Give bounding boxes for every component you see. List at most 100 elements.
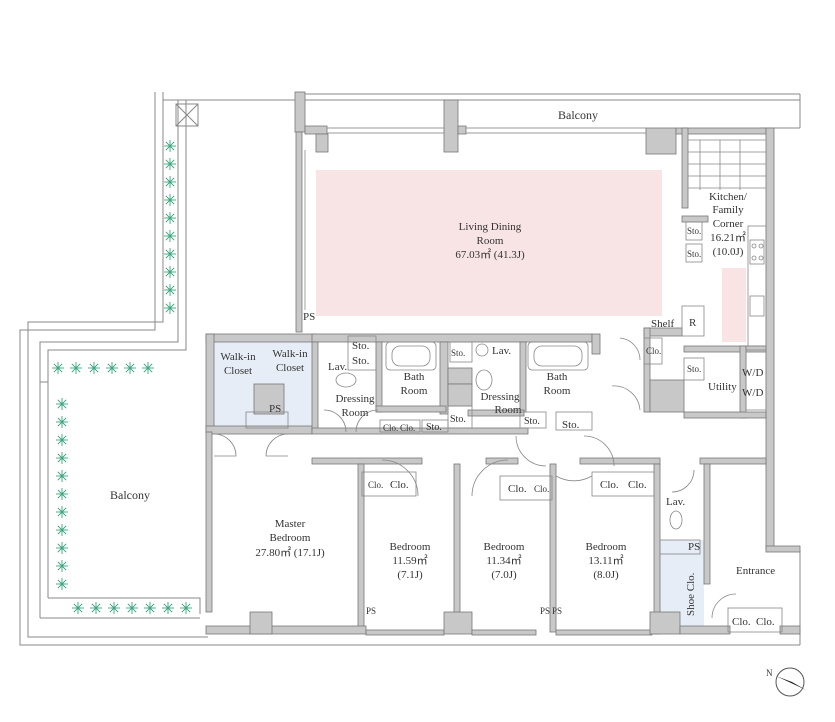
sto-label-9: Sto.	[687, 249, 701, 259]
bath-2-label: Bath	[547, 371, 568, 383]
shoe-closet-label: Shoe Clo.	[685, 572, 697, 616]
ps-label-1: PS	[303, 311, 315, 323]
compass-arrow	[776, 676, 806, 690]
entrance-label: Entrance	[736, 565, 775, 577]
bath-1-label: Bath	[404, 371, 425, 383]
washer-dryer-label-2: W/D	[742, 387, 763, 399]
planter-shrub-icon	[164, 248, 176, 260]
planter-shrub-icon	[144, 602, 156, 614]
living-dining-area	[316, 170, 662, 316]
planter-shrub-icon	[164, 176, 176, 188]
walkin-closet-2-label-2: Closet	[276, 362, 304, 374]
planter-shrub-icon	[56, 560, 68, 572]
vent-box	[175, 103, 199, 127]
planter-greenery	[52, 140, 192, 614]
compass-n-label: N	[766, 668, 773, 678]
planter-shrub-icon	[180, 602, 192, 614]
clo-label-8: Clo.	[628, 479, 647, 491]
planter-shrub-icon	[106, 362, 118, 374]
planter-shrub-icon	[164, 194, 176, 206]
lav-label-1: Lav.	[328, 361, 347, 373]
balcony-left-label: Balcony	[110, 488, 150, 502]
planter-shrub-icon	[90, 602, 102, 614]
bedroom-3-area: 13.11㎡	[588, 554, 623, 567]
living-room-area: 67.03㎡ (41.3J)	[455, 248, 525, 261]
shelf-label: Shelf	[651, 318, 675, 330]
ps-label-5: PS	[552, 606, 562, 616]
dressing-2-label: Dressing	[480, 391, 520, 403]
planter-shrub-icon	[56, 434, 68, 446]
bedroom-2-jo: (7.0J)	[491, 569, 517, 581]
planter-shrub-icon	[108, 602, 120, 614]
sto-label-3: Sto.	[451, 348, 465, 358]
clo-label-5: Clo.	[508, 483, 527, 495]
sto-label-10: Sto.	[687, 364, 701, 374]
bedroom-1-label: Bedroom	[390, 541, 431, 553]
planter-shrub-icon	[164, 230, 176, 242]
master-bedroom-label: Master	[275, 518, 306, 530]
planter-shrub-icon	[164, 158, 176, 170]
bedroom-1-jo: (7.1J)	[397, 569, 423, 581]
washer-dryer-label-1: W/D	[742, 367, 763, 379]
walkin-closet-1-label-2: Closet	[224, 365, 252, 377]
kitchen-label-1: Kitchen/	[709, 191, 748, 203]
kitchen-label-3: Corner	[713, 218, 744, 230]
planter-shrub-icon	[56, 506, 68, 518]
labels: Balcony Balcony Living Dining Room 67.03…	[110, 108, 775, 628]
planter-shrub-icon	[56, 524, 68, 536]
clo-label-10: Clo.	[732, 616, 751, 628]
planter-shrub-icon	[88, 362, 100, 374]
planter-shrub-icon	[164, 266, 176, 278]
ps-label-2: PS	[269, 403, 281, 415]
walkin-closet-1-label: Walk-in	[220, 351, 256, 363]
ps-label-4: PS	[540, 606, 550, 616]
bedroom-3-jo: (8.0J)	[593, 569, 619, 581]
clo-label-6: Clo.	[534, 484, 549, 494]
planter-shrub-icon	[52, 362, 64, 374]
planter-shrub-icon	[164, 212, 176, 224]
clo-label-7: Clo.	[600, 479, 619, 491]
walkin-closet-2-label: Walk-in	[272, 348, 308, 360]
planter-shrub-icon	[56, 452, 68, 464]
compass-circle	[775, 667, 805, 697]
sto-label-4: Sto.	[450, 414, 466, 425]
bedroom-2-area: 11.34㎡	[486, 554, 521, 567]
planter-shrub-icon	[162, 602, 174, 614]
clo-label-3: Clo.	[368, 480, 383, 490]
fixtures	[213, 139, 783, 633]
balcony-top-label: Balcony	[558, 108, 598, 122]
utility-label: Utility	[708, 381, 737, 393]
planter-shrub-icon	[72, 602, 84, 614]
dressing-2-label-2: Room	[495, 404, 522, 416]
sto-label-5: Sto.	[426, 422, 442, 433]
lav-label-2: Lav.	[492, 345, 511, 357]
bedroom-3-label: Bedroom	[586, 541, 627, 553]
planter-shrub-icon	[126, 602, 138, 614]
clo-label-9: Clo.	[646, 346, 661, 356]
bath-2-label-2: Room	[544, 385, 571, 397]
bedroom-2-label: Bedroom	[484, 541, 525, 553]
lav-label-3: Lav.	[666, 496, 685, 508]
master-bedroom-area: 27.80㎡ (17.1J)	[255, 546, 325, 559]
planter-shrub-icon	[56, 398, 68, 410]
living-room-label: Living Dining	[459, 221, 522, 233]
planter-shrub-icon	[164, 302, 176, 314]
refrigerator-label: R	[689, 317, 697, 329]
sto-label-2: Sto.	[352, 355, 370, 367]
planter-shrub-icon	[70, 362, 82, 374]
bath-1-label-2: Room	[401, 385, 428, 397]
planter-shrub-icon	[56, 578, 68, 590]
planter-shrub-icon	[164, 284, 176, 296]
ps-label-3: PS	[366, 606, 376, 616]
sto-label-8: Sto.	[687, 226, 701, 236]
living-room-label-2: Room	[477, 235, 504, 247]
planter-shrub-icon	[124, 362, 136, 374]
bedroom-1-area: 11.59㎡	[392, 554, 427, 567]
sto-label-1: Sto.	[352, 340, 370, 352]
dressing-1-label-2: Room	[342, 407, 369, 419]
kitchen-area: 16.21㎡	[710, 231, 746, 244]
planter-shrub-icon	[164, 140, 176, 152]
kitchen-label-2: Family	[712, 204, 744, 216]
sto-label-6: Sto.	[524, 416, 540, 427]
